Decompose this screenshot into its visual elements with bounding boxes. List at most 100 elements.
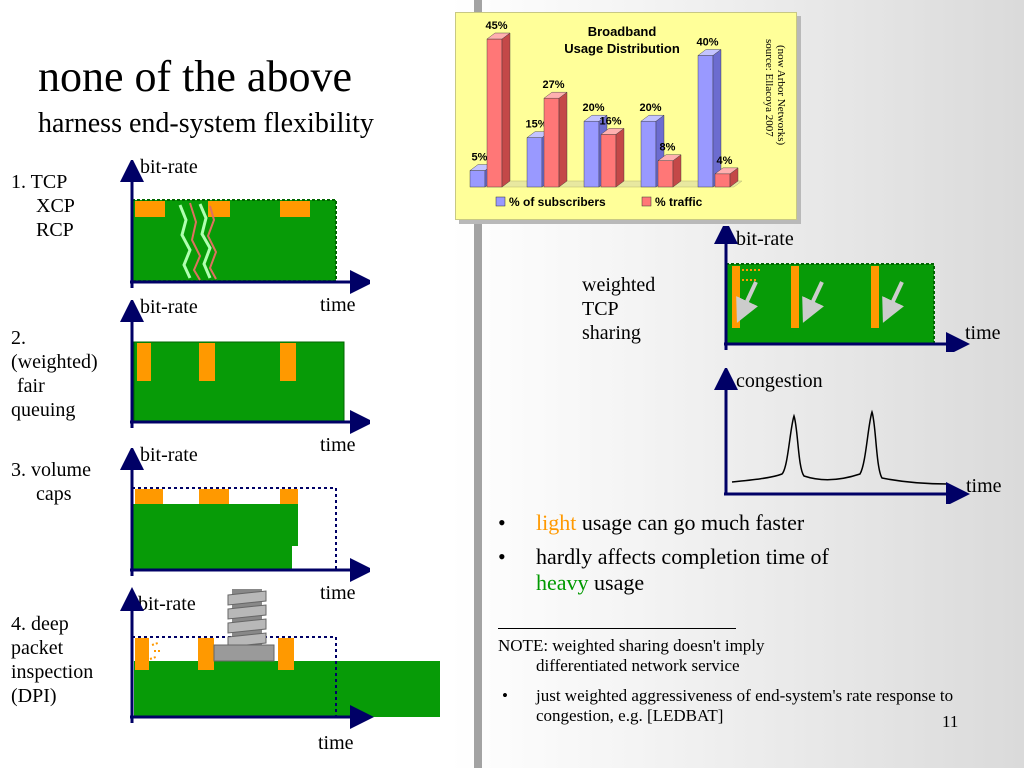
panel2-label-line4: queuing bbox=[11, 399, 76, 421]
panel3-xlabel: time bbox=[320, 582, 356, 604]
bullet-item: • light usage can go much faster bbox=[498, 510, 938, 536]
bar-traffic bbox=[657, 154, 682, 188]
panel2-ylabel: bit-rate bbox=[140, 296, 198, 318]
note-separator bbox=[498, 628, 736, 629]
panel4-green-area bbox=[134, 661, 440, 717]
panel1-diagram bbox=[120, 160, 370, 294]
chart-source-note: source: Ellacoya 2007 (now Arbor Network… bbox=[763, 39, 786, 146]
congestion-ylabel: congestion bbox=[736, 370, 823, 392]
note-bullet: • just weighted aggressiveness of end-sy… bbox=[498, 686, 968, 726]
decay-arrow-icon bbox=[736, 281, 758, 323]
panel1-label-line3: RCP bbox=[36, 219, 74, 241]
bullet2-text: hardly affects completion time of bbox=[536, 544, 829, 569]
bar-value-label: 8% bbox=[660, 142, 676, 154]
panel1-label-line2: XCP bbox=[36, 195, 75, 217]
weighted-orange-burst bbox=[871, 266, 879, 328]
bar-value-label: 27% bbox=[542, 79, 564, 91]
bar-value-label: 15% bbox=[525, 119, 547, 131]
panel3-label-line2: caps bbox=[36, 483, 72, 505]
chart-plot: 5%15%20%20%40%45%27%16%8%4%% of subscrib… bbox=[469, 20, 743, 209]
panel1-orange-burst bbox=[208, 201, 230, 217]
dpi-vise-icon bbox=[213, 589, 275, 662]
panel2-label-line3: fair bbox=[17, 375, 45, 397]
slide-subtitle: harness end-system flexibility bbox=[38, 108, 374, 139]
legend-swatch bbox=[641, 196, 652, 207]
bar-value-label: 16% bbox=[599, 115, 621, 127]
bullet-dot-icon: • bbox=[498, 510, 506, 535]
chart-source-line2: (now Arbor Networks) bbox=[775, 45, 786, 146]
bullet-dot-icon: • bbox=[498, 544, 506, 569]
congestion-curve bbox=[731, 409, 949, 485]
panel3-orange-burst bbox=[280, 489, 298, 504]
chart-title-line2: Usage Distribution bbox=[564, 41, 680, 56]
panel2-orange-burst bbox=[137, 343, 151, 381]
bullet1-text: usage can go much faster bbox=[576, 510, 805, 535]
bullet-list: • light usage can go much faster • hardl… bbox=[498, 510, 938, 604]
weighted-xlabel: time bbox=[965, 322, 1001, 344]
panel2-diagram bbox=[120, 300, 370, 434]
panel4-label-line1: 4. deep bbox=[11, 613, 69, 635]
panel3-orange-burst bbox=[199, 489, 229, 504]
panel1-label-line1: 1. TCP bbox=[11, 171, 68, 193]
bar-subscribers bbox=[697, 49, 722, 188]
note-line2: differentiated network service bbox=[536, 656, 740, 675]
weighted-orange-burst bbox=[791, 266, 799, 328]
bar-traffic bbox=[486, 32, 511, 188]
bullet-item: • hardly affects completion time of heav… bbox=[498, 544, 938, 596]
page-number: 11 bbox=[942, 712, 959, 731]
weighted-orange-burst bbox=[732, 266, 740, 328]
note-bullet-text: just weighted aggressiveness of end-syst… bbox=[536, 686, 954, 725]
panel4-orange-burst bbox=[135, 638, 149, 670]
legend-swatch bbox=[495, 196, 506, 207]
light-highlight: light bbox=[536, 510, 577, 535]
panel1-orange-burst bbox=[280, 201, 310, 217]
bar-value-label: 40% bbox=[696, 36, 718, 48]
note-block: NOTE: weighted sharing doesn't imply dif… bbox=[498, 636, 968, 726]
weighted-label-line1: weighted bbox=[582, 274, 656, 296]
bar-value-label: 20% bbox=[582, 102, 604, 114]
chart-title-line1: Broadband bbox=[587, 24, 657, 39]
bar-value-label: 5% bbox=[472, 152, 488, 164]
bar-traffic bbox=[600, 127, 625, 188]
panel1-orange-burst bbox=[135, 201, 165, 217]
panel4-xlabel: time bbox=[318, 732, 354, 754]
decay-arrow-icon bbox=[882, 281, 904, 323]
bar-traffic bbox=[714, 167, 739, 188]
legend-label: % traffic bbox=[655, 195, 703, 209]
panel4-label-line4: (DPI) bbox=[11, 685, 57, 707]
panel4-ylabel: bit-rate bbox=[138, 593, 196, 615]
panel4-label-line2: packet bbox=[11, 637, 64, 659]
panel1-xlabel: time bbox=[320, 294, 356, 316]
weighted-tcp-diagram bbox=[714, 226, 970, 352]
weighted-label-line2: TCP bbox=[582, 298, 619, 320]
panel3-ylabel: bit-rate bbox=[140, 444, 198, 466]
panel2-orange-burst bbox=[280, 343, 296, 381]
panel2-label-line1: 2. bbox=[11, 327, 26, 349]
panel3-orange-burst bbox=[135, 489, 163, 504]
panel3-green-area bbox=[132, 504, 292, 570]
bar-value-label: 20% bbox=[639, 102, 661, 114]
weighted-capacity-area bbox=[725, 263, 935, 345]
bar-value-label: 4% bbox=[717, 155, 733, 167]
slide-divider bbox=[474, 0, 482, 768]
chart-source-line1: source: Ellacoya 2007 bbox=[763, 39, 775, 137]
weighted-ylabel: bit-rate bbox=[736, 228, 794, 250]
congestion-diagram bbox=[714, 368, 970, 504]
bar-value-label: 45% bbox=[485, 20, 507, 32]
panel2-capacity-area bbox=[133, 341, 345, 423]
weighted-label-line3: sharing bbox=[582, 322, 641, 344]
panel2-xlabel: time bbox=[320, 434, 356, 456]
bullet-dot-icon: • bbox=[502, 686, 508, 705]
congestion-xlabel: time bbox=[966, 475, 1002, 497]
bar-traffic bbox=[543, 91, 568, 188]
decay-arrow-icon bbox=[802, 281, 824, 323]
panel4-orange-burst bbox=[278, 638, 294, 670]
bullet2-rest: usage bbox=[588, 570, 645, 595]
panel1-fluctuation bbox=[178, 202, 218, 281]
panel4-label-line3: inspection bbox=[11, 661, 94, 683]
panel3-diagram bbox=[120, 448, 370, 582]
usage-distribution-chart: 5%15%20%20%40%45%27%16%8%4%% of subscrib… bbox=[455, 12, 797, 220]
panel2-label-line2: (weighted) bbox=[11, 351, 98, 373]
panel1-ylabel: bit-rate bbox=[140, 156, 198, 178]
slide-title: none of the above bbox=[38, 52, 352, 101]
